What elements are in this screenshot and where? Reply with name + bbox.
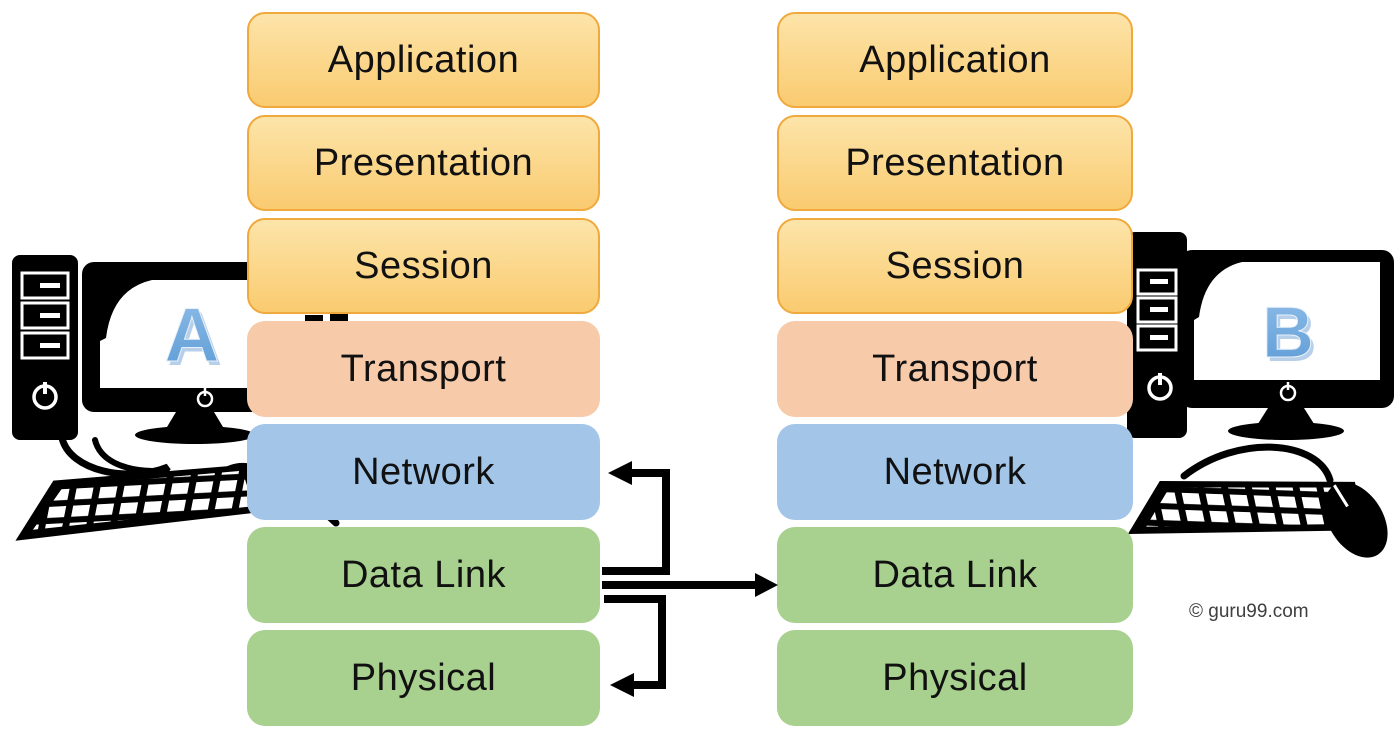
layer-label: Presentation bbox=[845, 141, 1065, 184]
layer-label: Data Link bbox=[872, 553, 1038, 596]
monitor-power-icon bbox=[1279, 382, 1297, 402]
svg-text:A: A bbox=[168, 297, 223, 382]
layer-label: Application bbox=[327, 38, 520, 81]
tower-a bbox=[12, 255, 78, 440]
screen-letter-b: B bbox=[1262, 293, 1314, 373]
layer-network-a: Network bbox=[247, 424, 600, 520]
layer-label: Network bbox=[352, 450, 495, 493]
keyboard-b bbox=[1127, 481, 1367, 534]
keyboard-a bbox=[15, 464, 265, 541]
layer-session-a: Session bbox=[247, 218, 600, 314]
arrow-datalink-a-to-network-a bbox=[602, 461, 670, 575]
screen-corner-curl bbox=[100, 280, 152, 341]
layer-physical-b: Physical bbox=[777, 630, 1133, 726]
layer-presentation-b: Presentation bbox=[777, 115, 1133, 211]
screen-corner-curl bbox=[1194, 262, 1242, 320]
cable-a-2 bbox=[92, 437, 155, 474]
layer-network-b: Network bbox=[777, 424, 1133, 520]
layer-presentation-a: Presentation bbox=[247, 115, 600, 211]
layer-physical-a: Physical bbox=[247, 630, 600, 726]
layer-datalink-a: Data Link bbox=[247, 527, 600, 623]
layer-label: Transport bbox=[872, 347, 1038, 390]
layer-label: Physical bbox=[350, 656, 497, 699]
screen-b bbox=[1194, 262, 1380, 380]
layer-label: Transport bbox=[340, 347, 507, 390]
power-icon bbox=[32, 382, 58, 410]
layer-application-a: Application bbox=[247, 12, 600, 108]
mouse-cable bbox=[1180, 443, 1334, 484]
layer-label: Session bbox=[354, 244, 493, 287]
layer-label: Network bbox=[883, 450, 1027, 493]
layer-label: Session bbox=[885, 244, 1025, 287]
watermark: © guru99.com bbox=[1189, 601, 1309, 622]
monitor-power-icon bbox=[196, 388, 214, 408]
layer-session-b: Session bbox=[777, 218, 1133, 314]
mouse-icon bbox=[1324, 482, 1388, 558]
layer-label: Application bbox=[859, 38, 1051, 81]
power-icon bbox=[1147, 373, 1173, 401]
layer-datalink-b: Data Link bbox=[777, 527, 1133, 623]
svg-text:B: B bbox=[1265, 297, 1317, 377]
arrow-datalink-a-to-physical-a bbox=[604, 595, 666, 697]
layer-label: Presentation bbox=[313, 141, 534, 184]
arrow-datalink-a-to-datalink-b bbox=[602, 573, 778, 597]
tower-b bbox=[1127, 232, 1187, 438]
layer-application-b: Application bbox=[777, 12, 1133, 108]
layer-transport-b: Transport bbox=[777, 321, 1133, 417]
layer-transport-a: Transport bbox=[247, 321, 600, 417]
screen-letter-a: A bbox=[165, 293, 220, 378]
computer-b-illustration: B B bbox=[1127, 232, 1394, 558]
gap-mark bbox=[305, 315, 323, 321]
layer-label: Data Link bbox=[340, 553, 507, 596]
monitor-b: B B bbox=[1180, 250, 1394, 440]
layer-label: Physical bbox=[882, 656, 1028, 699]
